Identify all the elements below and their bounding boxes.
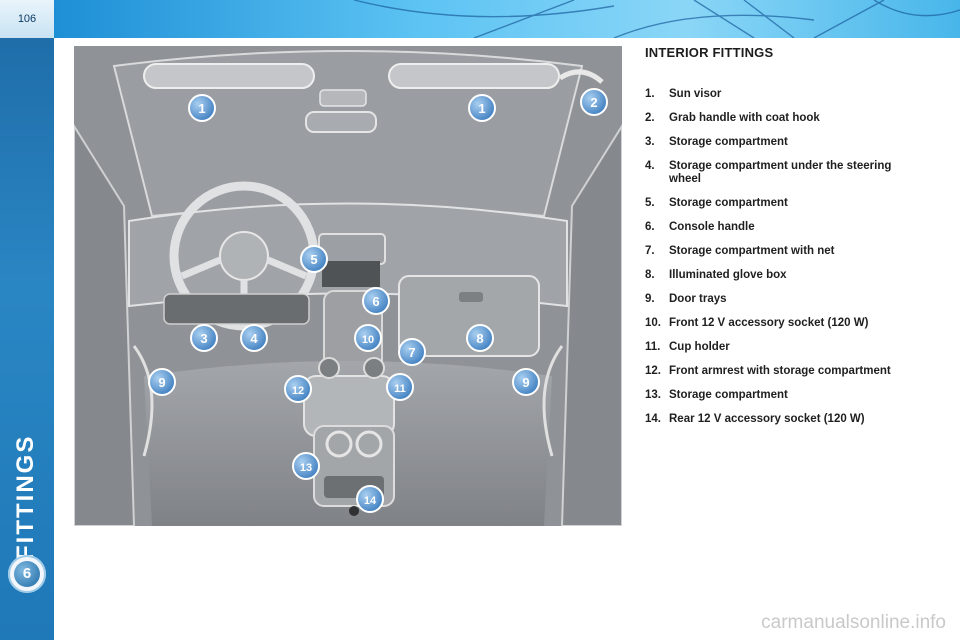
callout-badge-12: 12 <box>284 375 312 403</box>
svg-text:11: 11 <box>394 383 406 395</box>
svg-text:9: 9 <box>522 375 529 390</box>
legend-item-number: 4. <box>645 160 655 172</box>
legend-item-label: Front armrest with storage compartment <box>669 365 891 377</box>
callout-badge-14: 14 <box>356 485 384 513</box>
svg-text:8: 8 <box>476 331 483 346</box>
legend-item: 14. Rear 12 V accessory socket (120 W) <box>645 413 925 426</box>
callout-badge-3: 3 <box>190 324 218 352</box>
svg-text:1: 1 <box>478 101 485 116</box>
svg-text:2: 2 <box>590 95 597 110</box>
svg-text:7: 7 <box>408 345 415 360</box>
svg-text:1: 1 <box>198 101 205 116</box>
callout-badge-2: 2 <box>580 88 608 116</box>
legend-item: 12. Front armrest with storage compartmen… <box>645 365 925 378</box>
legend-item-label: Illuminated glove box <box>669 269 787 281</box>
legend-item: 6. Console handle <box>645 221 925 234</box>
legend-item-number: 8. <box>645 269 655 281</box>
callout-badge-10: 10 <box>354 324 382 352</box>
svg-text:5: 5 <box>310 252 317 267</box>
legend-item: 8. Illuminated glove box <box>645 269 925 282</box>
legend-item-label: Door trays <box>669 293 727 305</box>
legend-item-number: 12. <box>645 365 661 377</box>
legend-item-label: Rear 12 V accessory socket (120 W) <box>669 413 865 425</box>
callout-badge-7: 7 <box>398 338 426 366</box>
svg-text:10: 10 <box>362 334 374 346</box>
svg-text:12: 12 <box>292 385 304 397</box>
legend-item: 1. Sun visor <box>645 88 925 101</box>
legend-item: 5. Storage compartment <box>645 197 925 210</box>
legend-item-number: 10. <box>645 317 661 329</box>
legend-list: 1. Sun visor 2. Grab handle with coat hook 3… <box>645 88 925 437</box>
legend-item: 13. Storage compartment <box>645 389 925 402</box>
legend-item-label: Cup holder <box>669 341 730 353</box>
legend-item-number: 3. <box>645 136 655 148</box>
legend-item: 9. Door trays <box>645 293 925 306</box>
svg-text:6: 6 <box>372 294 379 309</box>
legend-item: 4. Storage compartment under the steering… <box>645 160 925 186</box>
callout-badge-6: 6 <box>362 287 390 315</box>
legend-item-number: 14. <box>645 413 661 425</box>
legend-item-label: Console handle <box>669 221 755 233</box>
callout-badge-1a: 1 <box>188 94 216 122</box>
legend-item-number: 6. <box>645 221 655 233</box>
legend-item-label: Storage compartment <box>669 136 788 148</box>
legend-item-label: Storage compartment <box>669 197 788 209</box>
legend-item-number: 5. <box>645 197 655 209</box>
legend-item-label: Storage compartment under the steering w… <box>669 160 892 185</box>
callout-badge-13: 13 <box>292 452 320 480</box>
callout-badge-11: 11 <box>386 373 414 401</box>
callout-badge-9b: 9 <box>512 368 540 396</box>
callout-badge-4: 4 <box>240 324 268 352</box>
svg-text:4: 4 <box>250 331 258 346</box>
chapter-label: FITTINGS <box>12 434 39 560</box>
legend-item-number: 11. <box>645 341 661 353</box>
svg-text:3: 3 <box>200 331 207 346</box>
legend-item: 2. Grab handle with coat hook <box>645 112 925 125</box>
legend-item: 10. Front 12 V accessory socket (120 W) <box>645 317 925 330</box>
banner-lines-decoration <box>353 0 960 38</box>
legend-item: 3. Storage compartment <box>645 136 925 149</box>
chapter-sidebar <box>0 0 54 640</box>
top-banner <box>54 0 960 38</box>
section-title: INTERIOR FITTINGS <box>645 45 774 60</box>
chapter-number: 6 <box>14 561 40 587</box>
legend-item-label: Sun visor <box>669 88 722 100</box>
legend-item: 7. Storage compartment with net <box>645 245 925 258</box>
page-number: 106 <box>0 0 54 38</box>
callout-badge-9a: 9 <box>148 368 176 396</box>
callout-badge-1b: 1 <box>468 94 496 122</box>
svg-text:13: 13 <box>300 462 312 474</box>
legend-item-number: 2. <box>645 112 655 124</box>
car-interior-drawing: HY 1 1 2 3 4 5 6 7 <box>74 46 622 526</box>
svg-text:9: 9 <box>158 375 165 390</box>
legend-item: 11. Cup holder <box>645 341 925 354</box>
callout-badge-8: 8 <box>466 324 494 352</box>
legend-item-label: Storage compartment <box>669 389 788 401</box>
legend-item-label: Storage compartment with net <box>669 245 835 257</box>
legend-item-number: 9. <box>645 293 655 305</box>
legend-item-number: 7. <box>645 245 655 257</box>
svg-text:14: 14 <box>364 495 377 507</box>
chapter-number-badge: 6 <box>8 555 46 593</box>
callout-badge-5: 5 <box>300 245 328 273</box>
interior-illustration: HY 1 1 2 3 4 5 6 7 <box>74 46 622 526</box>
legend-item-number: 13. <box>645 389 661 401</box>
legend-item-label: Grab handle with coat hook <box>669 112 820 124</box>
watermark-text: carmanualsonline.info <box>761 612 946 633</box>
legend-item-label: Front 12 V accessory socket (120 W) <box>669 317 869 329</box>
legend-item-number: 1. <box>645 88 655 100</box>
